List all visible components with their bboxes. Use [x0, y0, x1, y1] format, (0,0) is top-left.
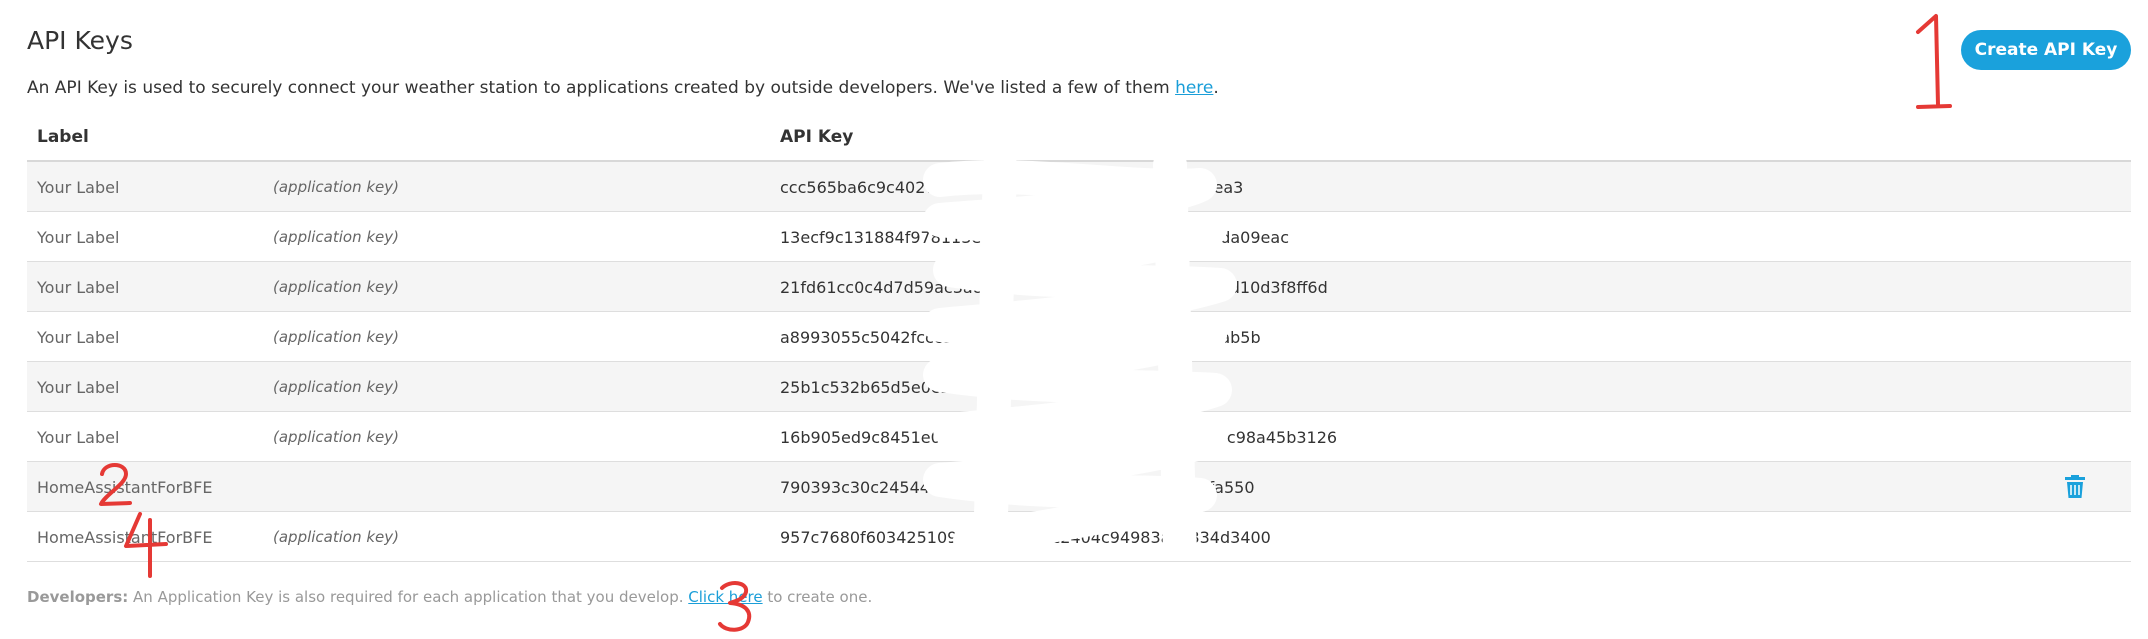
developers-note: Developers: An Application Key is also r… [27, 588, 872, 606]
table-row: HomeAssistantForBFE (application key) 957c… [27, 512, 2131, 562]
row-key-type: (application key) [273, 328, 400, 346]
row-label: Your Label [37, 378, 120, 397]
table-row: HomeAssistantForBFE 790393c30c2454424b35f… [27, 462, 2131, 512]
row-key-type: (application key) [273, 278, 400, 296]
table-row: Your Label (application key) 13ecf9c131884… [27, 212, 2131, 262]
developers-label: Developers: [27, 588, 129, 606]
intro-body: An API Key is used to securely connect y… [27, 78, 1176, 98]
row-api-key: 21fd61cc0c4d7d59ac3a8c0708cec06e7975e4ca… [780, 278, 1328, 297]
table-row: Your Label (application key) 25b1c532b65d5… [27, 362, 2131, 412]
row-label: Your Label [37, 228, 120, 247]
table-row: Your Label (application key) 21fd61cc0c4d7… [27, 262, 2131, 312]
column-header-api-key: API Key [780, 127, 854, 147]
table-header: Label API Key [27, 117, 2131, 162]
row-label: HomeAssistantForBFE [37, 528, 213, 547]
developers-text: An Application Key is also required for … [128, 588, 689, 606]
developers-end: to create one. [762, 588, 873, 606]
table-row: Your Label (application key) ccc565ba6c9c4… [27, 162, 2131, 212]
row-label: Your Label [37, 178, 120, 197]
table-row: Your Label (application key) 16b905ed9c845… [27, 412, 2131, 462]
row-key-type: (application key) [273, 378, 400, 396]
row-api-key: 16b905ed9c8451e0b6cf5c32ceb7b3cbcc4fb45b… [780, 428, 1338, 447]
row-label: Your Label [37, 428, 120, 447]
intro-end: . [1213, 78, 1219, 98]
intro-text: An API Key is used to securely connect y… [27, 78, 1219, 98]
row-api-key: 957c7680f6034251093c6e098cf4c2404c94983a… [780, 528, 1271, 547]
column-header-label: Label [37, 127, 89, 147]
api-keys-table: Label API Key Your Label (application key… [27, 117, 2131, 562]
create-api-key-button[interactable]: Create API Key [1961, 30, 2131, 70]
table-body: Your Label (application key) ccc565ba6c9c4… [27, 162, 2131, 562]
row-api-key: ccc565ba6c9c40272f4a289475d9e968084bbe5c… [780, 178, 1244, 197]
row-key-type: (application key) [273, 428, 400, 446]
annotation-3 [718, 581, 752, 632]
trash-icon[interactable] [2064, 473, 2086, 499]
row-api-key: 25b1c532b65d5e0c1fe0ddeef414771a9d1f0a0d… [780, 378, 1189, 397]
click-here-link[interactable]: Click here [688, 588, 763, 606]
page-title: API Keys [27, 26, 133, 55]
row-api-key: a8993055c5042fccc3cd06d4ff47e14373b7fc1a… [780, 328, 1261, 347]
annotation-1 [1916, 14, 1952, 109]
row-key-type: (application key) [273, 228, 400, 246]
row-api-key: 790393c30c2454424b35fdba475412eab5eb2e8b… [780, 478, 1255, 497]
row-label: Your Label [37, 328, 120, 347]
row-key-type: (application key) [273, 178, 400, 196]
row-api-key: 13ecf9c131884f978113ecced332bd5e40dba8d7… [780, 228, 1289, 247]
row-key-type: (application key) [273, 528, 400, 546]
table-row: Your Label (application key) a8993055c5042… [27, 312, 2131, 362]
intro-here-link[interactable]: here [1175, 78, 1214, 98]
row-label: Your Label [37, 278, 120, 297]
row-label: HomeAssistantForBFE [37, 478, 213, 497]
